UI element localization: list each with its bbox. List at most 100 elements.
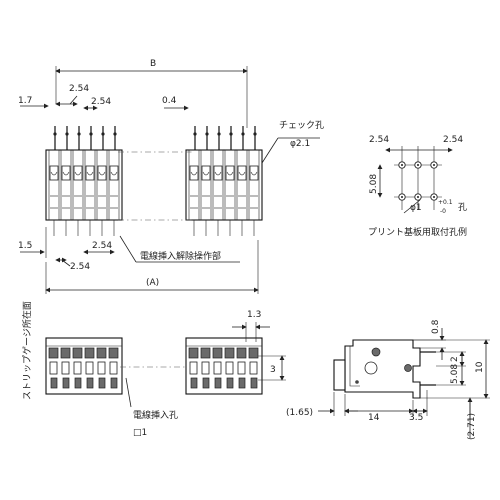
side-dim-2-71: (2.71) <box>467 413 477 440</box>
dim-bottom-pitch-2: 2.54 <box>92 241 112 251</box>
front-body-outline <box>45 337 123 395</box>
pcb-hole-pattern: 2.54 2.54 5.08 φ1 +0.1 -0 孔 プリント基板用取付孔例 <box>368 135 467 238</box>
connector-front-right-block <box>185 337 263 395</box>
side-body-foot <box>333 359 346 391</box>
dim-A: (A) <box>146 278 159 288</box>
check-hole-arc <box>202 171 210 176</box>
pcb-hole-suffix: 孔 <box>458 202 467 213</box>
connector-top-right-block <box>185 126 263 236</box>
wire-hole-label: 電線挿入孔 <box>133 409 178 421</box>
top-view: B 2.54 2.54 1.7 0.4 チェック孔 φ2.1 1.5 2.54 … <box>18 59 324 294</box>
check-hole <box>73 165 83 181</box>
top-pin-dot <box>205 132 209 136</box>
check-hole <box>213 165 223 181</box>
top-body-outline <box>185 149 263 221</box>
front-lower-slot <box>250 377 258 389</box>
top-pin-dot <box>217 132 221 136</box>
check-hole <box>97 165 107 181</box>
check-hole <box>189 165 199 181</box>
check-hole <box>61 165 71 181</box>
side-dim-14: 14 <box>368 413 380 423</box>
front-lower-slot <box>62 377 70 389</box>
wire-insert-hole <box>49 361 58 375</box>
pcb-hole-center <box>401 196 403 198</box>
front-upper-slot <box>48 347 59 359</box>
wire-insert-hole <box>73 361 82 375</box>
check-hole <box>109 165 119 181</box>
pcb-tol-minus: -0 <box>440 208 446 215</box>
check-hole <box>201 165 211 181</box>
front-view: ストリップゲージ所在面 1.3 3 電線挿入孔 □1 <box>21 301 286 438</box>
check-hole <box>237 165 247 181</box>
side-hole-upper <box>371 347 381 357</box>
pcb-dim-pitch-left: 2.54 <box>369 135 389 145</box>
check-hole-arc <box>238 171 246 176</box>
front-upper-slot <box>224 347 235 359</box>
wire-insert-hole <box>189 361 198 375</box>
side-dim-1-65: (1.65) <box>286 408 313 418</box>
release-operation-label: 電線挿入解除操作部 <box>140 250 221 262</box>
check-hole-arc <box>190 171 198 176</box>
front-dim-1-3: 1.3 <box>247 310 261 320</box>
front-upper-slot <box>84 347 95 359</box>
check-hole <box>49 165 59 181</box>
front-lower-slot <box>110 377 118 389</box>
side-dim-0-8: 0.8 <box>431 319 441 334</box>
pcb-hole-center <box>401 164 403 166</box>
wire-insert-hole <box>249 361 258 375</box>
check-hole <box>249 165 259 181</box>
check-hole <box>85 165 95 181</box>
front-upper-slot <box>96 347 107 359</box>
pcb-hole-center <box>433 196 435 198</box>
top-pin-dot <box>53 132 57 136</box>
wire-insert-hole <box>97 361 106 375</box>
dim-B: B <box>150 59 156 69</box>
dim-0-4: 0.4 <box>162 96 177 106</box>
top-pin-dot <box>229 132 233 136</box>
pcb-tol-plus: +0.1 <box>438 199 453 206</box>
wire-insert-hole <box>109 361 118 375</box>
wire-insert-hole <box>213 361 222 375</box>
pcb-dim-pitch-right: 2.54 <box>443 135 463 145</box>
top-pin-dot <box>253 132 257 136</box>
dim-top-pitch-2: 2.54 <box>91 97 111 107</box>
dim-bottom-pitch-1: 2.54 <box>70 262 90 272</box>
wire-hole-size: □1 <box>133 428 147 438</box>
check-hole <box>225 165 235 181</box>
wire-insert-hole <box>61 361 70 375</box>
top-pin-dot <box>113 132 117 136</box>
side-hole-right <box>404 364 412 372</box>
front-upper-slot <box>72 347 83 359</box>
side-hole-lower <box>364 361 378 375</box>
top-pin-dot <box>65 132 69 136</box>
front-lower-slot <box>226 377 234 389</box>
front-upper-slot <box>108 347 119 359</box>
front-upper-slot <box>248 347 259 359</box>
front-upper-slot <box>236 347 247 359</box>
side-dim-5-08: 5.08 <box>450 364 460 384</box>
side-body <box>344 339 421 399</box>
wire-insert-hole <box>225 361 234 375</box>
front-lower-slot <box>50 377 58 389</box>
strip-gauge-label: ストリップゲージ所在面 <box>21 301 33 400</box>
front-lower-slot <box>202 377 210 389</box>
front-upper-slot <box>188 347 199 359</box>
dim-1-7: 1.7 <box>18 96 32 106</box>
front-upper-slot <box>212 347 223 359</box>
connector-front-left-block <box>45 337 123 395</box>
dim-1-5: 1.5 <box>18 241 32 251</box>
pcb-hole-center <box>417 196 419 198</box>
top-pin-dot <box>89 132 93 136</box>
dim-top-pitch-1: 2.54 <box>69 84 89 94</box>
front-lower-slot <box>214 377 222 389</box>
top-body-outline <box>45 149 123 221</box>
top-pin-dot <box>77 132 81 136</box>
check-hole-arc <box>98 171 106 176</box>
wire-insert-hole <box>201 361 210 375</box>
check-hole-arc <box>62 171 70 176</box>
check-hole-arc <box>86 171 94 176</box>
front-lower-slot <box>190 377 198 389</box>
check-hole-arc <box>74 171 82 176</box>
side-hole-small <box>355 380 359 384</box>
